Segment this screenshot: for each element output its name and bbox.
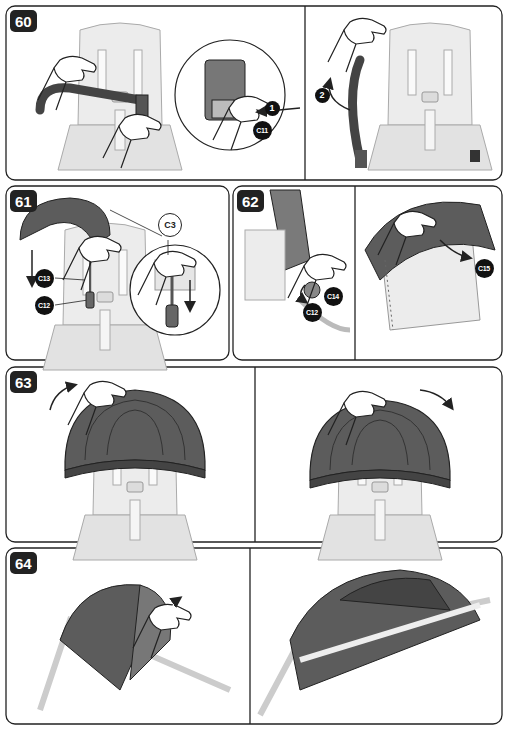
part-code: C11 <box>253 121 272 140</box>
step-number: 64 <box>10 552 37 574</box>
part-code: C14 <box>324 287 343 306</box>
step-63 <box>50 381 452 560</box>
callout-number: 1 <box>265 101 280 116</box>
step-64 <box>40 570 490 715</box>
part-code: C3 <box>158 213 182 237</box>
step-60-left <box>38 23 300 170</box>
step-61 <box>20 198 220 370</box>
part-code: C12 <box>303 303 322 322</box>
part-code: C13 <box>35 269 54 288</box>
step-number: 61 <box>10 190 37 212</box>
step-number: 60 <box>10 10 37 32</box>
step-60-right <box>328 18 492 170</box>
step-62 <box>245 190 495 330</box>
step-number: 62 <box>237 190 264 212</box>
part-code: C15 <box>475 259 494 278</box>
panel-frames <box>6 6 502 724</box>
part-code: C12 <box>35 296 54 315</box>
step-number: 63 <box>10 371 37 393</box>
callout-number: 2 <box>315 88 330 103</box>
